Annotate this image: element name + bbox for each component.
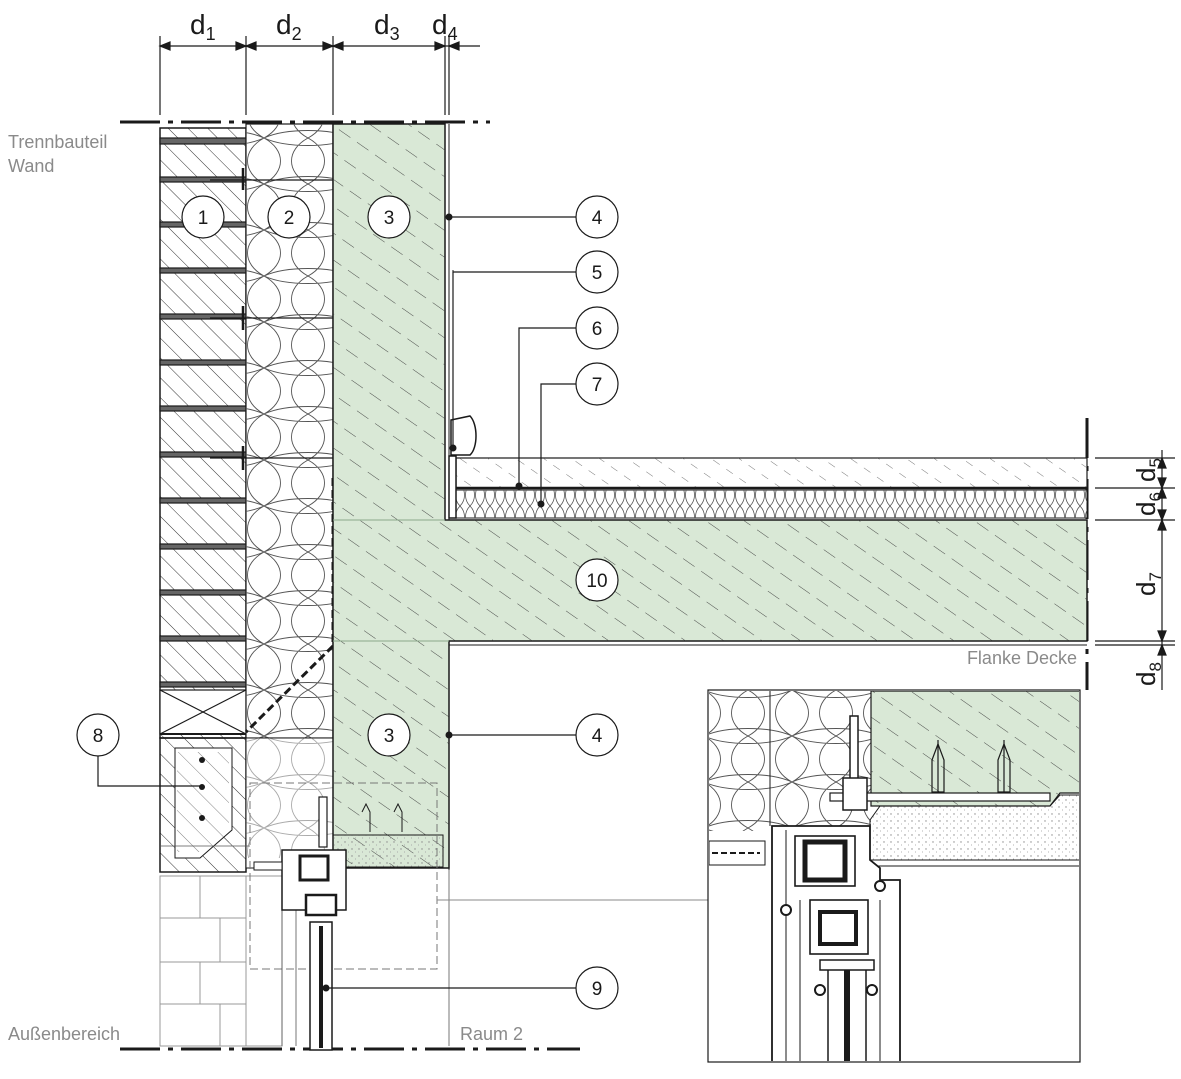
inset-detail (707, 689, 1081, 1063)
top-dimension-chain (158, 36, 480, 115)
dim-label-d6: d6 (1131, 492, 1165, 516)
callout-1: 1 (181, 195, 225, 239)
label-aussenbereich: Außenbereich (8, 1024, 120, 1044)
dim-label-d4: d4 (432, 9, 458, 44)
svg-text:d5: d5 (1131, 458, 1165, 482)
dim-label-d3: d3 (374, 9, 400, 44)
svg-text:d1: d1 (190, 9, 216, 44)
svg-text:d8: d8 (1131, 662, 1165, 686)
svg-text:3: 3 (384, 726, 395, 747)
svg-text:d6: d6 (1131, 492, 1165, 516)
callout-dots (322, 213, 545, 992)
svg-text:6: 6 (592, 319, 603, 340)
svg-text:2: 2 (284, 208, 295, 229)
svg-text:d3: d3 (374, 9, 400, 44)
svg-text:d2: d2 (276, 9, 302, 44)
concrete-structure (332, 123, 1088, 869)
svg-text:d4: d4 (432, 9, 458, 44)
callout-9: 9 (575, 966, 619, 1010)
svg-text:8: 8 (93, 726, 104, 747)
svg-text:4: 4 (592, 726, 603, 747)
callout-3-lower: 3 (367, 713, 411, 757)
svg-text:d7: d7 (1131, 572, 1165, 596)
svg-text:4: 4 (592, 208, 603, 229)
callout-5: 5 (575, 250, 619, 294)
callout-leaders (97, 216, 576, 989)
label-raum-2: Raum 2 (460, 1024, 523, 1044)
callout-2: 2 (267, 195, 311, 239)
dim-label-d1: d1 (190, 9, 216, 44)
right-dimension-chain (1095, 450, 1175, 690)
callout-6: 6 (575, 306, 619, 350)
callout-4-lower: 4 (575, 713, 619, 757)
dim-label-d8: d8 (1131, 662, 1165, 686)
label-flanke-decke: Flanke Decke (967, 648, 1077, 668)
callout-7: 7 (575, 362, 619, 406)
label-trennbauteil: Trennbauteil (8, 132, 107, 152)
dim-label-d2: d2 (276, 9, 302, 44)
svg-text:9: 9 (592, 979, 603, 1000)
window-frame-main (160, 782, 450, 1051)
label-wand: Wand (8, 156, 54, 176)
callout-3-upper: 3 (367, 195, 411, 239)
masonry-leaf (159, 127, 247, 873)
dim-label-d7: d7 (1131, 572, 1165, 596)
lower-masonry (159, 875, 283, 1047)
svg-text:10: 10 (586, 571, 607, 592)
callout-10: 10 (575, 558, 619, 602)
dim-label-d5: d5 (1131, 458, 1165, 482)
svg-text:3: 3 (384, 208, 395, 229)
callout-8: 8 (76, 713, 120, 757)
floor-buildup (448, 270, 1088, 519)
svg-text:7: 7 (592, 375, 603, 396)
svg-text:5: 5 (592, 263, 603, 284)
callout-4-upper: 4 (575, 195, 619, 239)
svg-text:1: 1 (198, 208, 209, 229)
